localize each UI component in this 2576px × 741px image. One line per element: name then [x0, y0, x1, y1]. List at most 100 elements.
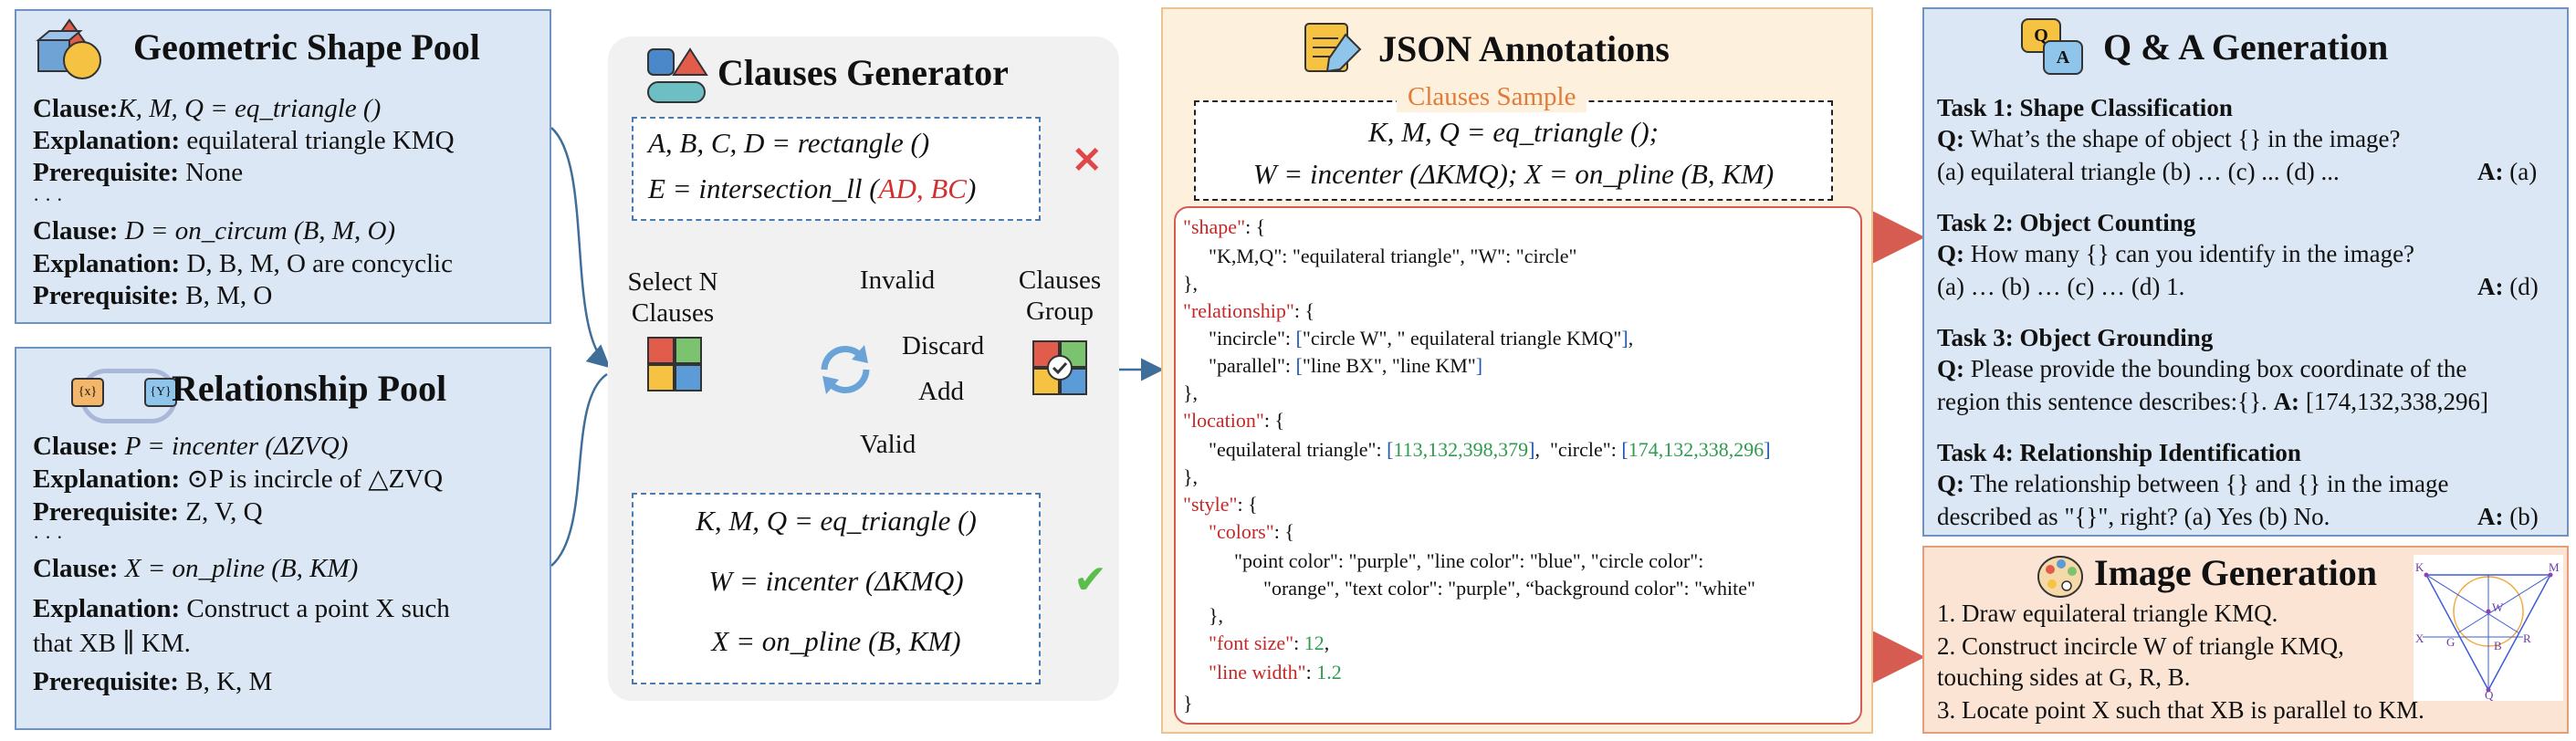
ellipsis: · · ·	[33, 526, 63, 548]
task4-question-cont: described as "{}", right? (a) Yes (b) No…	[1937, 503, 2330, 530]
q-label: Q:	[1937, 470, 1964, 497]
check-icon: ✔	[1073, 558, 1107, 602]
q-label: Q:	[1937, 240, 1964, 267]
json-key-relationship: "relationship"	[1183, 299, 1294, 322]
task2-answer: (d)	[2509, 273, 2539, 300]
rel-to-generator-curve	[550, 372, 608, 567]
clause-label: Clause:	[33, 554, 119, 583]
a-label: A:	[2477, 503, 2504, 530]
explanation-cont: that XB ∥ KM.	[33, 629, 191, 658]
json-key-colors: "colors"	[1209, 520, 1274, 543]
valid-clause-line1: K, M, Q = eq_triangle ()	[696, 505, 977, 537]
json-title: JSON Annotations	[1378, 28, 1670, 69]
invalid-clause-box: A, B, C, D = rectangle () E = intersecti…	[632, 117, 1041, 221]
generator-icon	[647, 47, 708, 103]
prerequisite-value: B, K, M	[185, 667, 273, 696]
json-colors-line2: "orange", "text color": "purple", “backg…	[1263, 577, 1755, 600]
json-annotations-panel: JSON Annotations K, M, Q = eq_triangle (…	[1161, 7, 1873, 734]
valid-label: Valid	[860, 430, 916, 459]
point-w-label: W	[2492, 600, 2504, 614]
invalid-clause-suffix: )	[966, 172, 977, 204]
ellipsis: · · ·	[33, 188, 63, 211]
task1-options: (a) equilateral triangle (b) … (c) ... (…	[1937, 158, 2340, 185]
clause-label: Clause:	[33, 216, 119, 245]
prerequisite-label: Prerequisite:	[33, 281, 179, 310]
invalid-clause-line2: E = intersection_ll (AD, BC)	[648, 173, 976, 204]
prerequisite-value: Z, V, Q	[185, 497, 263, 527]
refresh-icon	[821, 345, 870, 394]
explanation-label: Explanation:	[33, 594, 181, 623]
json-loc-circle-val: 174,132,338,296	[1628, 438, 1764, 461]
task4-question: The relationship between {} and {} in th…	[1970, 470, 2449, 497]
shapes-icon	[36, 18, 101, 79]
json-shape-body: "K,M,Q": "equilateral triangle", "W": "c…	[1209, 245, 1577, 267]
image-generation-panel: Image Generation 1. Draw equilateral tri…	[1922, 546, 2569, 734]
explanation-value: Construct a point X such	[186, 594, 450, 623]
q-label: Q:	[1937, 355, 1964, 382]
clause-value: D = on_circum (B, M, O)	[124, 216, 396, 245]
imggen-step3: 3. Locate point X such that XB is parall…	[1937, 696, 2424, 724]
json-colors-line1: "point color": "purple", "line color": "…	[1234, 549, 1704, 572]
task2-options: (a) … (b) … (c) … (d) 1.	[1937, 273, 2185, 300]
json-key-font-size: "font size"	[1209, 631, 1294, 654]
generator-title: Clauses Generator	[717, 52, 1009, 93]
point-g-label: G	[2446, 635, 2456, 649]
task3-answer: [174,132,338,296]	[2305, 388, 2489, 415]
explanation-label: Explanation:	[33, 126, 181, 155]
valid-clause-line3: X = on_pline (B, KM)	[711, 625, 961, 657]
json-incircle-key: "incircle":	[1209, 327, 1296, 350]
imggen-step2b: touching sides at G, R, B.	[1937, 663, 2191, 691]
valid-clause-line2: W = incenter (ΔKMQ)	[708, 565, 964, 597]
task3-question: Please provide the bounding box coordina…	[1970, 355, 2467, 382]
clause-value: K, M, Q = eq_triangle ()	[118, 94, 382, 123]
json-key-shape: "shape"	[1183, 215, 1246, 238]
x-variable-icon: {x}	[71, 378, 104, 407]
json-line-width-val: 1.2	[1316, 661, 1342, 684]
clause-label: Clause:	[33, 432, 119, 461]
y-variable-icon: {Y}	[144, 378, 177, 407]
sample-line1: K, M, Q = eq_triangle ();	[1368, 116, 1659, 148]
group-label-2: Group	[1025, 297, 1094, 326]
json-incircle-val: "circle W", " equilateral triangle KMQ"	[1302, 327, 1622, 350]
point-x-label: X	[2415, 631, 2424, 645]
json-parallel-key: "parallel":	[1209, 354, 1296, 377]
add-label: Add	[918, 377, 964, 406]
task1-answer: (a)	[2509, 158, 2538, 185]
invalid-clause-prefix: E = intersection_ll (	[648, 172, 879, 204]
sample-line2: W = incenter (ΔKMQ); X = on_pline (B, KM…	[1252, 158, 1775, 190]
clause-value: P = incenter (ΔZVQ)	[124, 432, 349, 461]
qa-title: Q & A Generation	[2103, 26, 2389, 68]
prerequisite-label: Prerequisite:	[33, 497, 179, 527]
json-parallel-val: "line BX", "line KM"	[1302, 354, 1476, 377]
task1-title: Task 1: Shape Classification	[1937, 94, 2233, 121]
explanation-value: D, B, M, O are concyclic	[186, 249, 453, 278]
point-k-label: K	[2415, 560, 2424, 574]
point-b-label: B	[2494, 639, 2502, 652]
json-key-location: "location"	[1183, 409, 1264, 432]
relationship-pool-panel: {x} {Y} Relationship Pool Clause: P = in…	[15, 347, 551, 730]
prerequisite-value: None	[185, 158, 244, 187]
clause-label: Clause:	[33, 94, 119, 123]
geo-pool-title: Geometric Shape Pool	[133, 26, 480, 68]
select-label-2: Clauses	[631, 298, 715, 328]
point-q-label: Q	[2485, 688, 2494, 702]
json-code-box: "shape": { "K,M,Q": "equilateral triangl…	[1174, 206, 1862, 725]
imggen-title: Image Generation	[2094, 552, 2377, 593]
json-font-size-val: 12	[1304, 631, 1325, 654]
invalid-clause-line1: A, B, C, D = rectangle ()	[648, 127, 930, 159]
geometric-shape-pool-panel: Geometric Shape Pool Clause:K, M, Q = eq…	[15, 9, 551, 324]
task2-question: How many {} can you identify in the imag…	[1970, 240, 2415, 267]
json-loc-tri-val: 113,132,398,379	[1393, 438, 1529, 461]
palette-icon	[2037, 556, 2083, 598]
explanation-value: ⊙P is incircle of △ZVQ	[186, 464, 444, 494]
invalid-clause-highlight: AD, BC	[878, 172, 967, 204]
notepad-icon	[1304, 23, 1362, 73]
qa-icon: Q A	[2021, 18, 2085, 78]
prerequisite-label: Prerequisite:	[33, 667, 179, 696]
group-label-1: Clauses	[1018, 266, 1102, 295]
q-bubble-icon: Q	[2021, 18, 2061, 53]
clauses-group-icon	[1032, 340, 1087, 395]
point-m-label: M	[2549, 560, 2560, 574]
explanation-label: Explanation:	[33, 249, 181, 278]
a-label: A:	[2477, 158, 2504, 185]
